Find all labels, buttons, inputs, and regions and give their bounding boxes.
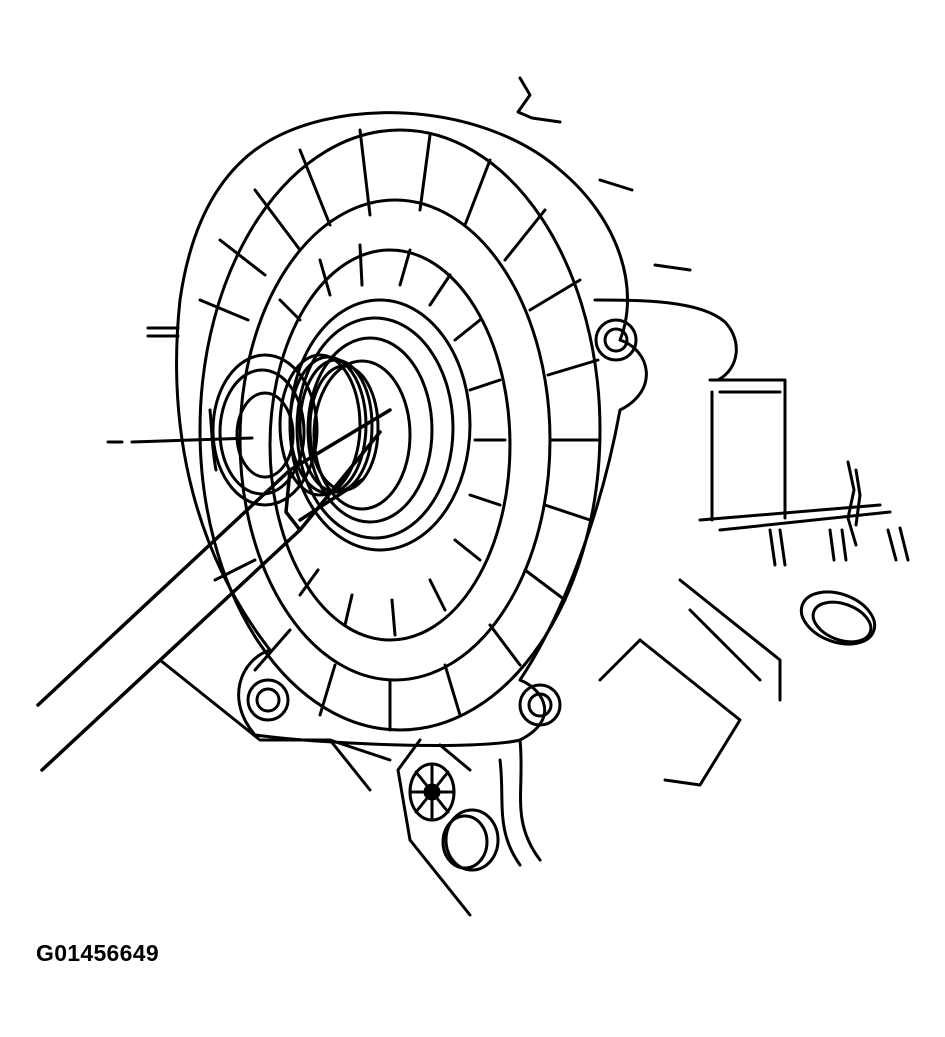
figure-id-label: G01456649 bbox=[36, 940, 159, 966]
cooling-fins-inner bbox=[268, 243, 512, 642]
pump-body bbox=[175, 111, 648, 747]
oil-seal bbox=[288, 298, 472, 552]
input-shaft bbox=[130, 353, 380, 507]
mesh-screen bbox=[408, 762, 456, 822]
drain-plug bbox=[441, 808, 500, 872]
transmission-case-outline bbox=[106, 76, 910, 917]
cooling-fins-outer bbox=[198, 128, 602, 732]
screwdriver-tool bbox=[36, 408, 392, 772]
